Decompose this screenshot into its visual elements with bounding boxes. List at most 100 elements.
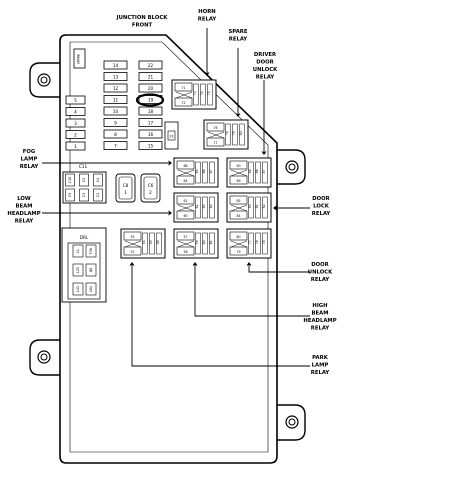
spare-fuse-box: SPARE — [73, 48, 86, 69]
label-line: FOG — [23, 149, 35, 155]
relay-pin-label: 52 — [130, 250, 134, 254]
label-line: RELAY — [311, 326, 330, 332]
fuse-label: 14 — [113, 63, 119, 68]
relay-pin-label: 81 — [255, 204, 259, 208]
fuse-label: 13 — [113, 74, 119, 79]
drl-pin-label: L25 — [76, 267, 80, 273]
c-block-label: C6 — [148, 183, 154, 188]
fuse-21: 21 — [138, 72, 163, 81]
label-line: LOCK — [313, 204, 330, 210]
fuse-23: 23 — [164, 121, 179, 150]
relay-pin-label: 78 — [262, 240, 266, 244]
relay-pin-label: 62 — [195, 204, 199, 208]
fuse-13: 13 — [103, 72, 128, 81]
relay-pin-label: 77 — [213, 141, 217, 145]
label-line: RELAY — [312, 211, 331, 217]
relay-pin-label: 83 — [248, 204, 252, 208]
label-line: UNLOCK — [308, 270, 333, 276]
c11-pin-label: C2 — [96, 193, 100, 197]
label-line: DRIVER — [254, 52, 276, 58]
spare-box-label: SPARE — [77, 54, 81, 64]
label-line: HEADLAMP — [303, 318, 336, 324]
c11-pin-label: C4 — [96, 178, 100, 182]
c-block-label: C8 — [123, 183, 129, 188]
label-line: UNLOCK — [253, 67, 278, 73]
relay-pin-label: 80 — [236, 235, 240, 239]
label-line: LAMP — [21, 157, 38, 163]
fuse-10: 10 — [103, 106, 128, 116]
fuse-label: 19 — [148, 97, 154, 102]
drl-label: DRL — [80, 235, 89, 240]
c-block-number: 2 — [149, 190, 152, 195]
fuse-18: 18 — [138, 106, 163, 116]
relay-pin-label: 61 — [209, 240, 213, 244]
fuse-label: 18 — [148, 109, 154, 114]
fuse-8: 8 — [103, 129, 128, 139]
label-line: DOOR — [311, 262, 328, 268]
mounting-tab-bottom-left — [29, 339, 60, 376]
fuse-9: 9 — [103, 118, 128, 127]
fuse-label: 15 — [148, 143, 154, 148]
drl-pin: F26 — [85, 244, 97, 258]
junction-block-inner-outline — [69, 41, 269, 453]
relay-pin-label: 57 — [183, 235, 187, 239]
drl-pin-label: L64 — [89, 286, 93, 292]
label-line: HEADLAMP — [7, 211, 40, 217]
relay-pin-label: 59 — [195, 240, 199, 244]
label-line: RELAY — [256, 75, 275, 81]
mounting-tab-top-left — [29, 62, 60, 98]
relay-pin-label: 60 — [202, 240, 206, 244]
fuse-label: 23 — [169, 135, 173, 139]
c11-pin: C3 — [79, 188, 89, 202]
fuse-label: 21 — [148, 74, 154, 79]
fuse-12: 12 — [103, 83, 128, 93]
label-line: RELAY — [311, 277, 330, 283]
fuse-label: 9 — [114, 120, 117, 125]
relay-pin-label: 76 — [213, 126, 217, 130]
fuse-20: 20 — [138, 83, 163, 93]
label-line: BEAM — [311, 311, 328, 317]
fuse-1: 1 — [65, 141, 86, 151]
label-line: RELAY — [198, 17, 217, 23]
c11-pin: C9 — [65, 188, 75, 202]
drl-pin: L1 — [72, 244, 84, 258]
fuse-5: 5 — [65, 95, 86, 105]
c11-pin-label: C9 — [68, 193, 72, 197]
drl-pin: L25 — [72, 263, 84, 277]
fuse-16: 16 — [138, 129, 163, 139]
c-block-number: 1 — [124, 190, 127, 195]
drl-pin-label: L1 — [76, 249, 80, 253]
fuse-2: 2 — [65, 130, 86, 139]
relay-pin-label: 65 — [195, 169, 199, 173]
fuse-label: 20 — [148, 86, 154, 91]
fuse-label: 16 — [148, 132, 154, 137]
fuse-label: 11 — [113, 97, 119, 102]
relay-pin-label: 87 — [262, 169, 266, 173]
relay-pin-label: 84 — [236, 214, 240, 218]
fuse-label: 1 — [74, 144, 77, 149]
relay-pin-label: 67 — [209, 169, 213, 173]
label-line: RELAY — [20, 164, 39, 170]
relay-pin-label: 53 — [149, 240, 153, 244]
fuse-22: 22 — [138, 60, 163, 70]
relay-pin-label: 79 — [232, 131, 236, 135]
relay-pin-label: 78 — [225, 131, 229, 135]
relay-pin-label: 79 — [236, 250, 240, 254]
c-block-c8: C81 — [115, 173, 136, 203]
